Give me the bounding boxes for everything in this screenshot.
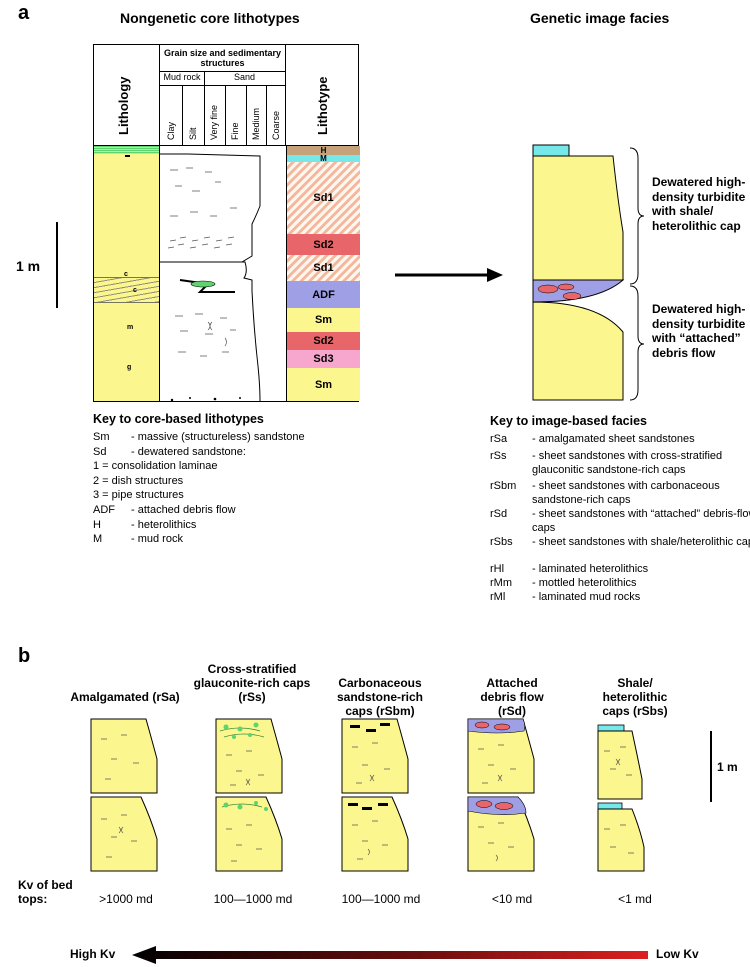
facies-caption-rss: Cross-stratified glauconite-rich caps (r… [193,662,311,704]
grain-size-medium: Medium [251,107,261,140]
lithology-header: Lithology [116,76,131,136]
grain-size-silt: Silt [188,127,198,140]
image-key-row: rSs- sheet sandstones with cross-stratif… [490,450,723,476]
image-key-row: rHl- laminated heterolithics [490,563,649,575]
core-log: Lithology Grain size and sedimentary str… [93,44,360,402]
core-key-row: M- mud rock [93,533,183,546]
bed-rsd [467,718,535,872]
grain-size-clay: Clay [166,121,176,140]
core-key-title: Key to core-based lithotypes [93,412,264,426]
image-key-row: rSbs- sheet sandstones with shale/hetero… [490,536,750,548]
kv-row-label: Kv of bed tops: [18,878,73,906]
lithotype-sm-lower: Sm [287,368,360,401]
image-key: Key to image-based facies [490,414,745,431]
core-key-subrow: 1 = consolidation laminae [93,460,218,473]
image-key-row: rSd- sheet sandstones with “attached” de… [490,508,750,534]
lithology-mark-m: m [127,324,134,331]
sand-header: Sand [233,72,256,82]
facies-caption-rsbm: Carbonaceous sandstone-rich caps (rSbm) [336,676,423,718]
grain-size-profile [160,146,261,401]
image-key-row: rSbm- sheet sandstones with carbonaceous… [490,480,720,506]
low-kv-label: Low Kv [656,947,699,961]
image-facies-title: Genetic image facies [530,10,670,26]
core-lithotypes-title: Nongenetic core lithotypes [120,10,300,26]
bed-columns [90,718,645,872]
lithology-mark-g: g [127,364,132,371]
image-key-row: rMl- laminated mud rocks [490,591,641,603]
grain-size-very-fine: Very fine [209,104,219,140]
image-key-row: rSa- amalgamated sheet sandstones [490,433,695,445]
lithotype-header: Lithotype [315,76,330,136]
facies-annotation-lower: Dewatered high-density turbidite with “a… [652,302,746,360]
scale-label-a: 1 m [16,258,41,274]
facies-caption-rsa: Amalgamated (rSa) [70,690,180,704]
core-key-row: Sd- dewatered sandstone: [93,445,246,458]
lithotype-sd3: Sd3 [287,350,360,368]
image-key-row: rMm- mottled heterolithics [490,577,637,589]
lithology-mark-c1: c [124,271,128,278]
lithotype-m: M [287,154,360,163]
kv-value-rsbs: <1 md [618,892,652,906]
bed-rss [215,718,283,872]
lithotype-sm-upper: Sm [287,308,360,332]
kv-value-rsd: <10 md [491,892,533,906]
high-kv-label: High Kv [70,947,116,961]
lithology-mark-c2: c [133,287,137,294]
scale-label-b: 1 m [717,760,738,774]
lithotype-sd2-upper: Sd2 [287,234,360,255]
facies-caption-rsbs: Shale/ heterolithic caps (rSbs) [602,676,668,718]
genetic-facies-column [532,144,625,401]
core-key: Key to core-based lithotypes Sm- massive… [93,412,383,547]
image-key-title: Key to image-based facies [490,414,648,428]
kv-gradient-arrow [132,946,648,964]
grain-size-coarse: Coarse [271,110,281,140]
mud-rock-header: Mud rock [163,72,201,82]
kv-value-rss: 100—1000 md [213,892,293,906]
core-key-subrow: 3 = pipe structures [93,489,184,502]
grain-size-fine: Fine [230,122,240,140]
lithotype-column: H M Sd1 Sd2 Sd1 ADF Sm Sd2 Sd3 Sm [286,146,360,401]
core-key-row: Sm- massive (structureless) sandstone [93,431,305,443]
lithotype-h: H [287,146,360,155]
core-key-row: ADF- attached debris flow [93,503,236,516]
transition-arrow [395,268,503,282]
panel-a-letter: a [18,2,30,24]
facies-braces [629,147,645,401]
core-log-header: Lithology Grain size and sedimentary str… [94,45,358,146]
scale-bar-a [56,222,58,308]
panel-b-letter: b [18,645,31,667]
grain-size-header: Grain size and sedimentary structures [163,48,282,68]
bed-rsbs [597,724,645,872]
lithotype-sd1-lower: Sd1 [287,255,360,281]
facies-annotation-upper: Dewatered high-density turbidite with sh… [652,175,746,233]
lithology-column: c c m g [94,146,160,401]
lithotype-sd1-upper: Sd1 [287,162,360,234]
facies-caption-rsd: Attached debris flow (rSd) [480,676,544,718]
core-key-row: H- heterolithics [93,518,197,531]
lithotype-sd2-lower: Sd2 [287,332,360,350]
scale-bar-b [710,731,712,802]
bed-rsa [90,718,158,872]
kv-value-rsbm: 100—1000 md [341,892,421,906]
core-key-subrow: 2 = dish structures [93,474,184,487]
lithotype-adf: ADF [287,281,360,308]
heterolithic-interval [94,277,159,303]
bed-rsbm [341,718,409,872]
kv-value-rsa: >1000 md [99,892,153,906]
